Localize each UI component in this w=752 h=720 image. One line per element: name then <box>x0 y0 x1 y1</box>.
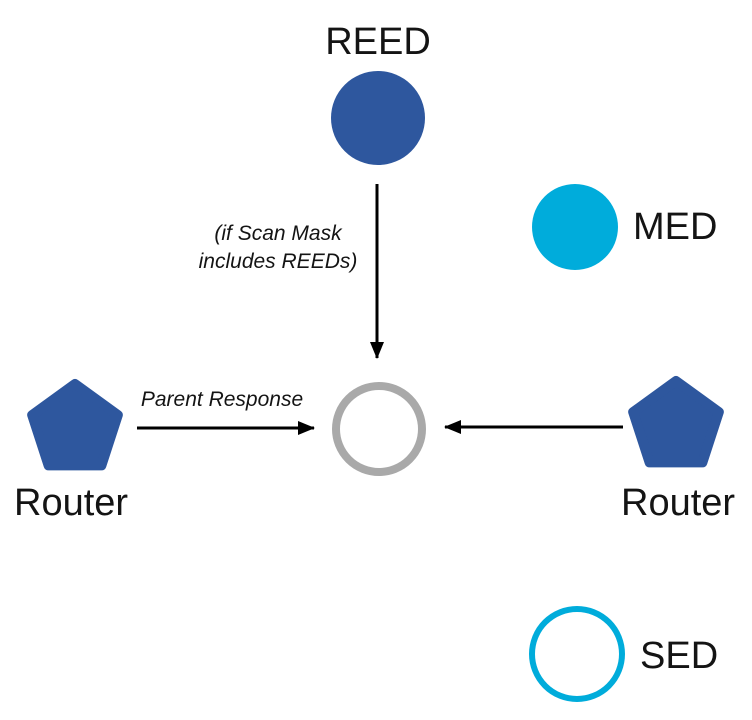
med-node-circle <box>532 184 618 270</box>
router-left-pentagon <box>27 379 123 471</box>
med-label: MED <box>633 206 718 248</box>
parent-response-annotation: Parent Response <box>140 388 304 411</box>
router-right-label: Router <box>621 482 736 524</box>
router-right-pentagon <box>628 376 724 468</box>
sed-node-circle <box>529 606 625 702</box>
sed-label: SED <box>640 635 719 677</box>
reed-node-circle <box>331 71 425 165</box>
scan-mask-annotation-line1: (if Scan Mask <box>214 222 342 245</box>
scan-mask-annotation-line2: includes REEDs) <box>198 250 358 273</box>
router-left-label: Router <box>14 482 129 524</box>
parent-node-circle <box>332 382 426 476</box>
scan-mask-annotation: (if Scan Mask includes REEDs) <box>199 220 358 276</box>
reed-label: REED <box>325 21 431 63</box>
